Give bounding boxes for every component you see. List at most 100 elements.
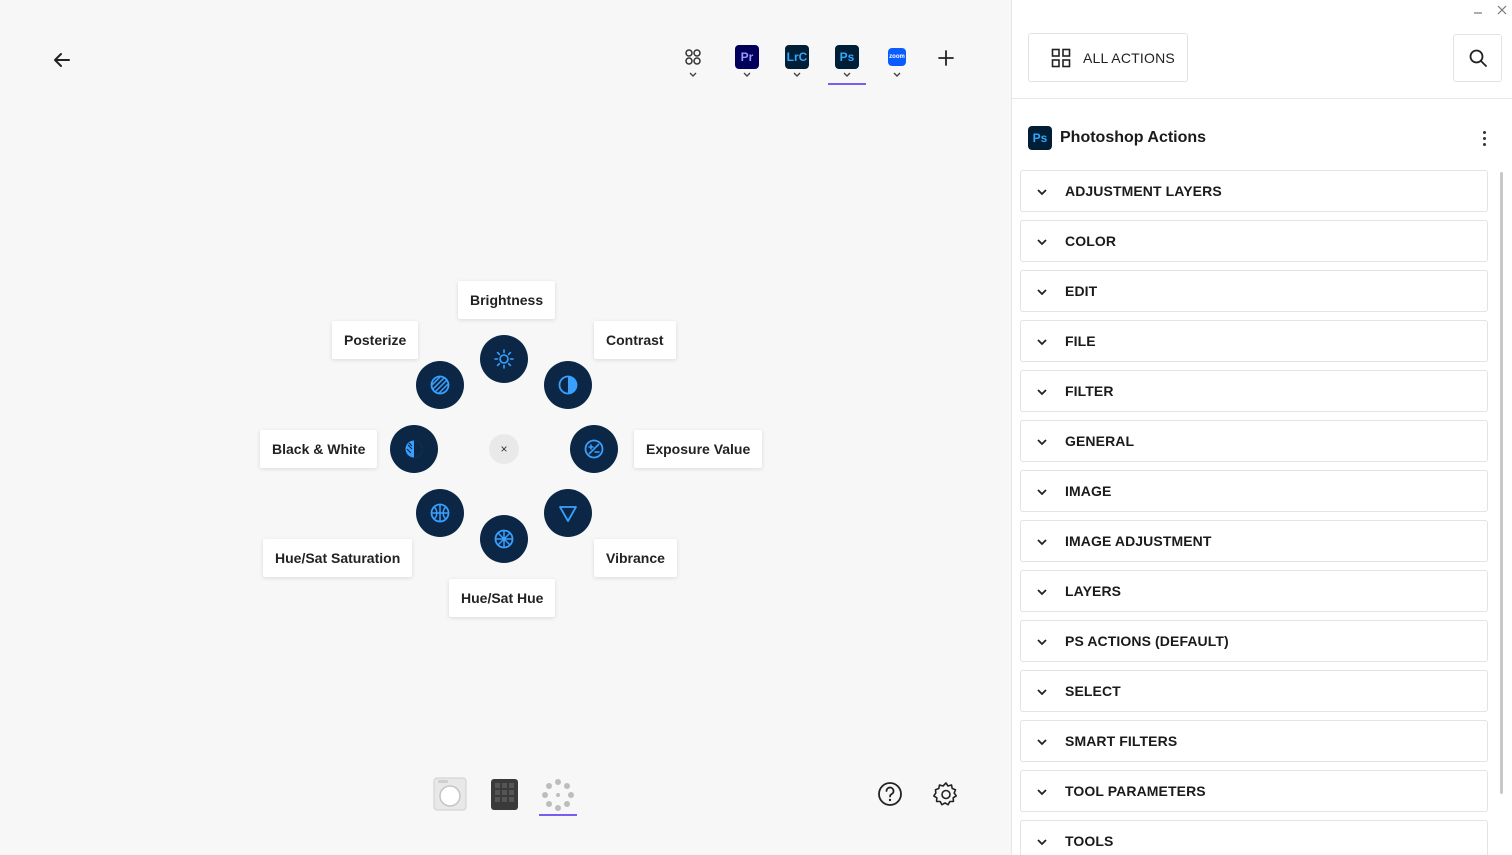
category-label: ADJUSTMENT LAYERS <box>1065 183 1222 199</box>
category-list: ADJUSTMENT LAYERS COLOR EDIT FILE FILTER… <box>1020 170 1488 855</box>
category-image-adjustment[interactable]: IMAGE ADJUSTMENT <box>1020 520 1488 562</box>
wheel-button-hue-sat-hue[interactable] <box>480 515 528 563</box>
label-hue-sat-saturation: Hue/Sat Saturation <box>263 539 413 577</box>
minimize-button[interactable] <box>1472 4 1484 19</box>
photoshop-icon: Ps <box>835 45 859 69</box>
category-smart-filters[interactable]: SMART FILTERS <box>1020 720 1488 762</box>
app-zoom[interactable]: zoom <box>878 42 916 86</box>
chevron-down-icon <box>743 72 751 77</box>
category-label: EDIT <box>1065 283 1098 299</box>
category-filter[interactable]: FILTER <box>1020 370 1488 412</box>
category-ps-actions-default[interactable]: PS ACTIONS (DEFAULT) <box>1020 620 1488 662</box>
scrollbar[interactable] <box>1500 172 1503 794</box>
editor-canvas: Pr LrC Ps zoom <box>48 42 960 816</box>
help-icon <box>878 782 902 806</box>
category-adjustment-layers[interactable]: ADJUSTMENT LAYERS <box>1020 170 1488 212</box>
label-exposure-value: Exposure Value <box>634 430 763 468</box>
chevron-down-icon <box>1037 839 1047 846</box>
actions-panel: ALL ACTIONS Ps Photoshop Actions ADJUSTM… <box>1011 0 1512 855</box>
search-icon <box>1469 49 1487 67</box>
posterize-icon <box>430 375 450 395</box>
aperture-icon <box>494 529 514 549</box>
chevron-down-icon <box>1037 439 1047 446</box>
category-select[interactable]: SELECT <box>1020 670 1488 712</box>
wheel-button-exposure[interactable] <box>570 425 618 473</box>
panel-divider <box>1012 98 1512 99</box>
bw-icon <box>405 440 423 458</box>
mode-dial[interactable] <box>431 776 469 816</box>
wheel-button-brightness[interactable] <box>480 335 528 383</box>
chevron-down-icon <box>1037 389 1047 396</box>
category-label: GENERAL <box>1065 433 1135 449</box>
chevron-down-icon <box>793 72 801 77</box>
wheel-button-vibrance[interactable] <box>544 489 592 537</box>
category-label: LAYERS <box>1065 583 1122 599</box>
chevron-down-icon <box>1037 239 1047 246</box>
category-image[interactable]: IMAGE <box>1020 470 1488 512</box>
chevron-down-icon <box>1037 189 1047 196</box>
section-menu-button[interactable] <box>1474 128 1494 148</box>
section-title: Photoshop Actions <box>1060 129 1207 146</box>
category-label: SELECT <box>1065 683 1121 699</box>
all-actions-button[interactable]: ALL ACTIONS <box>1028 33 1188 82</box>
grid-dots-icon <box>685 49 701 65</box>
app-lightroom[interactable]: LrC <box>778 42 816 86</box>
label-vibrance: Vibrance <box>594 539 677 577</box>
label-contrast: Contrast <box>594 321 676 359</box>
chevron-down-icon <box>893 72 901 77</box>
close-window-button[interactable] <box>1496 4 1508 19</box>
category-tools[interactable]: TOOLS <box>1020 820 1488 855</box>
app-photoshop[interactable]: Ps <box>828 42 866 86</box>
category-label: TOOL PARAMETERS <box>1065 783 1206 799</box>
dial-device-icon <box>433 777 467 811</box>
chevron-down-icon <box>1037 539 1047 546</box>
grid-icon <box>1051 48 1071 67</box>
kebab-dot-icon <box>1482 142 1486 146</box>
chevron-down-icon <box>1037 589 1047 596</box>
mode-keypad[interactable] <box>485 776 523 816</box>
gear-icon <box>933 782 957 806</box>
help-button[interactable] <box>876 780 904 808</box>
category-label: COLOR <box>1065 233 1117 249</box>
keypad-icon <box>491 779 518 810</box>
saturation-icon <box>430 503 450 523</box>
kebab-dot-icon <box>1482 136 1486 140</box>
close-wheel-button[interactable]: × <box>489 434 519 464</box>
premiere-icon: Pr <box>735 45 759 69</box>
category-label: FILE <box>1065 333 1096 349</box>
category-label: FILTER <box>1065 383 1114 399</box>
category-label: TOOLS <box>1065 833 1114 849</box>
sun-icon <box>494 349 514 369</box>
radial-dots-icon <box>542 779 574 811</box>
chevron-down-icon <box>1037 289 1047 296</box>
app-all[interactable] <box>674 42 712 86</box>
wheel-button-hue-sat-saturation[interactable] <box>416 489 464 537</box>
lightroom-icon: LrC <box>785 45 809 69</box>
label-hue-sat-hue: Hue/Sat Hue <box>449 579 556 617</box>
arrow-left-icon <box>54 53 70 67</box>
label-black-white: Black & White <box>260 430 378 468</box>
category-edit[interactable]: EDIT <box>1020 270 1488 312</box>
photoshop-icon: Ps <box>1028 126 1052 150</box>
chevron-down-icon <box>843 72 851 77</box>
wheel-button-posterize[interactable] <box>416 361 464 409</box>
category-file[interactable]: FILE <box>1020 320 1488 362</box>
category-label: PS ACTIONS (DEFAULT) <box>1065 633 1229 649</box>
app-premiere[interactable]: Pr <box>728 42 766 86</box>
settings-button[interactable] <box>932 780 960 808</box>
wheel-button-contrast[interactable] <box>544 361 592 409</box>
contrast-icon <box>558 375 578 395</box>
category-layers[interactable]: LAYERS <box>1020 570 1488 612</box>
wheel-button-black-white[interactable] <box>390 425 438 473</box>
category-color[interactable]: COLOR <box>1020 220 1488 262</box>
back-button[interactable] <box>48 46 76 74</box>
close-icon <box>1497 5 1507 15</box>
add-app-button[interactable] <box>936 48 956 68</box>
kebab-dot-icon <box>1482 130 1486 134</box>
category-tool-parameters[interactable]: TOOL PARAMETERS <box>1020 770 1488 812</box>
plus-icon <box>938 50 954 66</box>
chevron-down-icon <box>1037 689 1047 696</box>
category-general[interactable]: GENERAL <box>1020 420 1488 462</box>
mode-wheel[interactable] <box>539 776 577 816</box>
search-button[interactable] <box>1453 34 1502 82</box>
